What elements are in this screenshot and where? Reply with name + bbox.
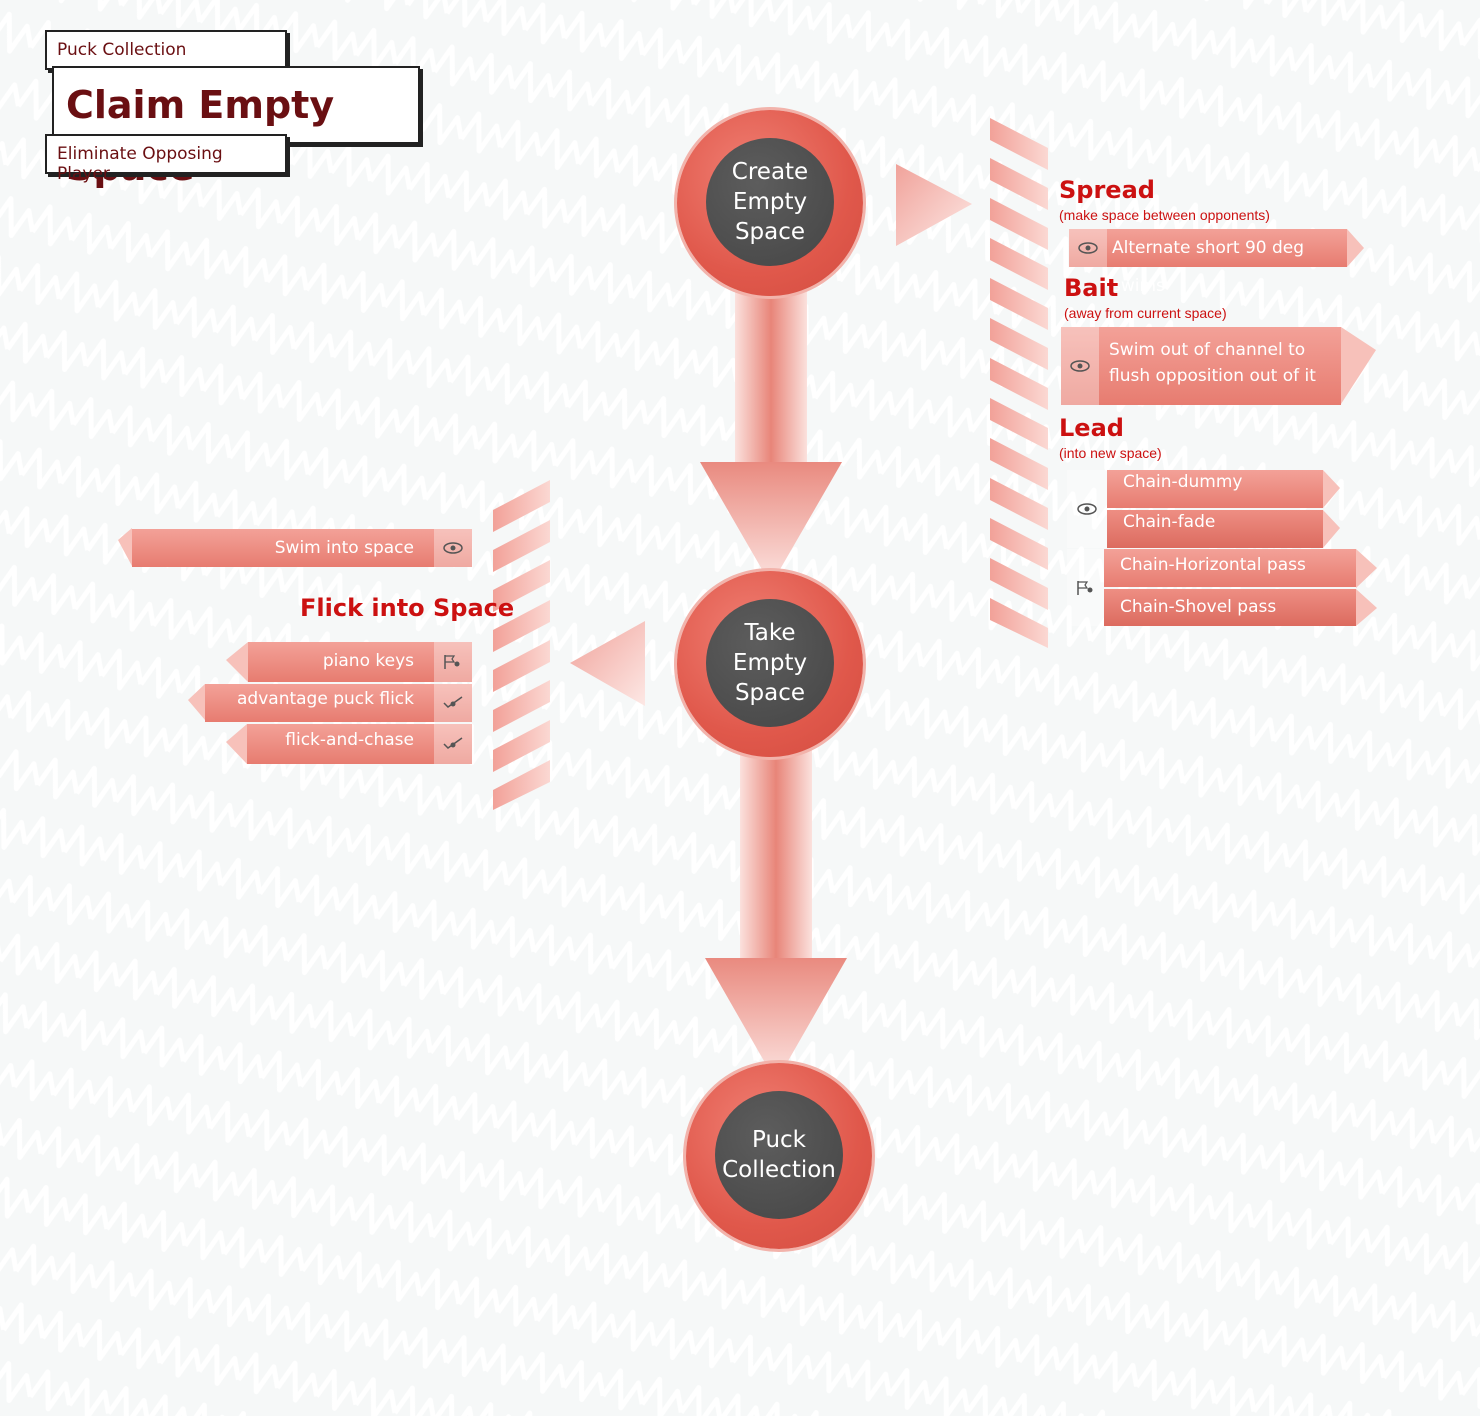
lead-item-label: Chain-fade: [1123, 512, 1216, 532]
flow-arrow-shaft-2: [740, 750, 812, 962]
parent-topic-label: Puck Collection: [57, 40, 187, 60]
node-puck-collection[interactable]: Puck Collection: [686, 1063, 872, 1249]
spread-item[interactable]: Alternate short 90 deg swims: [1069, 229, 1347, 296]
spread-item-label: Alternate short 90 deg swims: [1112, 238, 1305, 296]
flag-eye-icon: [434, 642, 472, 682]
lead-item-label: Chain-Shovel pass: [1120, 597, 1277, 617]
bait-title: Bait: [1064, 274, 1119, 302]
node-take-label: Take Empty Space: [706, 599, 834, 727]
lead-item[interactable]: Chain-dummy: [1107, 470, 1323, 508]
flick-item-label: piano keys: [322, 651, 414, 671]
child-topic-label: Eliminate Opposing Player: [57, 144, 223, 184]
bait-item-label: Swim out of channel to flush opposition …: [1109, 340, 1316, 386]
right-pointer-triangle: [896, 164, 972, 246]
flick-item[interactable]: advantage puck flick: [205, 684, 472, 722]
lead-item-label: Chain-dummy: [1123, 472, 1243, 492]
lead-subtitle: (into new space): [1059, 445, 1162, 461]
check-eye-icon: [434, 684, 472, 722]
flow-arrow-head-2: [705, 958, 847, 1082]
lead-item[interactable]: Chain-Shovel pass: [1104, 589, 1356, 626]
left-stripes: [493, 480, 550, 810]
bait-item[interactable]: Swim out of channel to flush opposition …: [1061, 327, 1341, 405]
node-take-empty-space[interactable]: Take Empty Space: [677, 571, 863, 757]
bar-caps: [118, 229, 1377, 764]
lead-item[interactable]: Chain-fade: [1107, 510, 1323, 548]
flick-item-label: advantage puck flick: [237, 689, 414, 709]
bait-subtitle: (away from current space): [1064, 305, 1227, 321]
lead-title: Lead: [1059, 414, 1124, 442]
lead-item-label: Chain-Horizontal pass: [1120, 555, 1306, 575]
lead-item[interactable]: Chain-Horizontal pass: [1104, 549, 1356, 587]
eye-icon: [1061, 327, 1099, 405]
node-collect-label: Puck Collection: [715, 1091, 843, 1219]
right-stripes: [990, 118, 1048, 648]
flow-arrow-shaft-1: [735, 290, 807, 465]
left-pointer-triangle: [570, 621, 645, 706]
page-title: Claim Empty Space: [66, 83, 335, 189]
swim-into-space-item[interactable]: Swim into space: [132, 529, 472, 567]
flick-item-label: flick-and-chase: [285, 730, 414, 750]
flick-item[interactable]: piano keys: [248, 642, 472, 682]
child-topic-box[interactable]: Eliminate Opposing Player: [45, 134, 287, 184]
check-eye-icon: [434, 724, 472, 764]
parent-topic-box[interactable]: Puck Collection: [45, 30, 287, 70]
eye-icon: [1067, 470, 1107, 548]
spread-subtitle: (make space between opponents): [1059, 207, 1270, 223]
node-create-empty-space[interactable]: Create Empty Space: [677, 110, 863, 296]
title-box: Claim Empty Space: [52, 66, 420, 189]
eye-icon: [434, 529, 472, 567]
spread-title: Spread: [1059, 176, 1155, 204]
eye-icon: [1069, 229, 1107, 267]
flick-title: Flick into Space: [300, 594, 515, 622]
node-create-label: Create Empty Space: [706, 138, 834, 266]
flow-arrow-head-1: [700, 462, 842, 585]
swim-into-space-label: Swim into space: [274, 538, 414, 558]
flag-eye-icon: [1067, 549, 1104, 626]
flick-item[interactable]: flick-and-chase: [247, 724, 472, 764]
